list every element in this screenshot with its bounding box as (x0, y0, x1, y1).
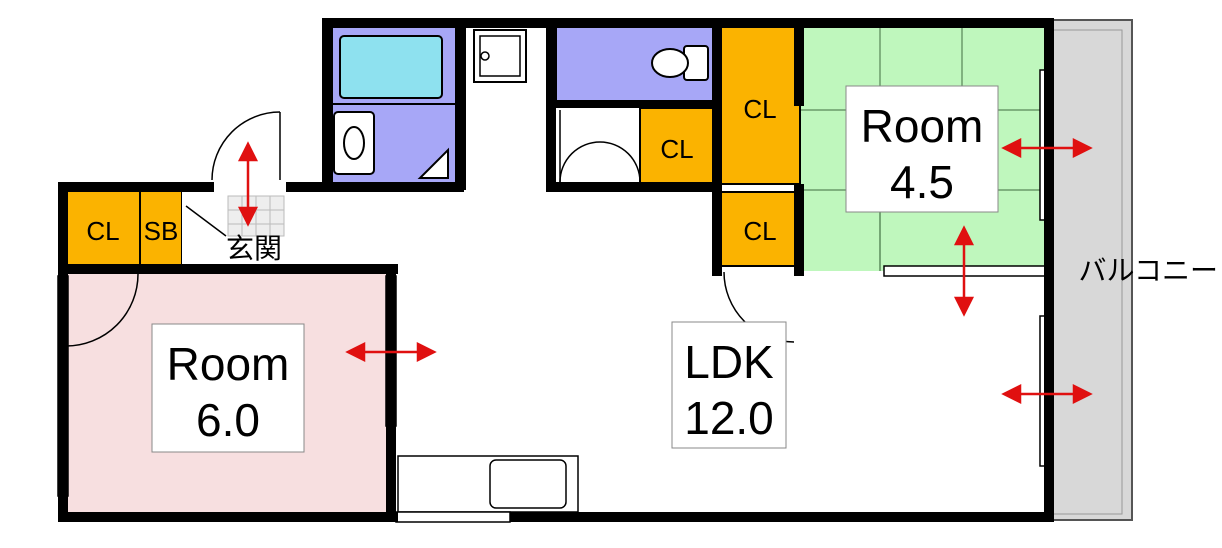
bathtub (339, 35, 443, 99)
closet-label-4: CL (743, 216, 776, 246)
closet-label-1: CL (86, 216, 119, 246)
room-6-label-box (151, 323, 305, 453)
room-4-5-label-box (845, 85, 999, 213)
entrance-label: 玄関 (226, 233, 282, 264)
closet-label-2: CL (743, 94, 776, 124)
ldk-label-box (671, 321, 787, 449)
room-4-5-size: 4.5 (890, 156, 954, 208)
balcony-area (1049, 19, 1133, 521)
room-6-title: Room (167, 338, 290, 390)
ventilation-arrows (237, 137, 1093, 405)
shoe-box-label: SB (144, 216, 179, 246)
washer-pan (473, 29, 527, 83)
walls (58, 18, 1054, 522)
washbasin-bowl (343, 126, 365, 160)
ldk-size: 12.0 (684, 392, 774, 444)
closet-lower (719, 191, 801, 267)
washer-drain (480, 51, 490, 61)
toilet-bowl (651, 48, 689, 78)
kitchen-sink (489, 459, 567, 509)
washer-pan-inner (479, 35, 521, 77)
ldk-title: LDK (684, 336, 774, 388)
entrance-tiles (227, 195, 285, 237)
room-4-5-title: Room (861, 100, 984, 152)
laundry-pan (417, 147, 449, 179)
room-6-size: 6.0 (196, 394, 260, 446)
balcony-label: バルコニー (1079, 255, 1218, 286)
closet-label-3: CL (660, 134, 693, 164)
